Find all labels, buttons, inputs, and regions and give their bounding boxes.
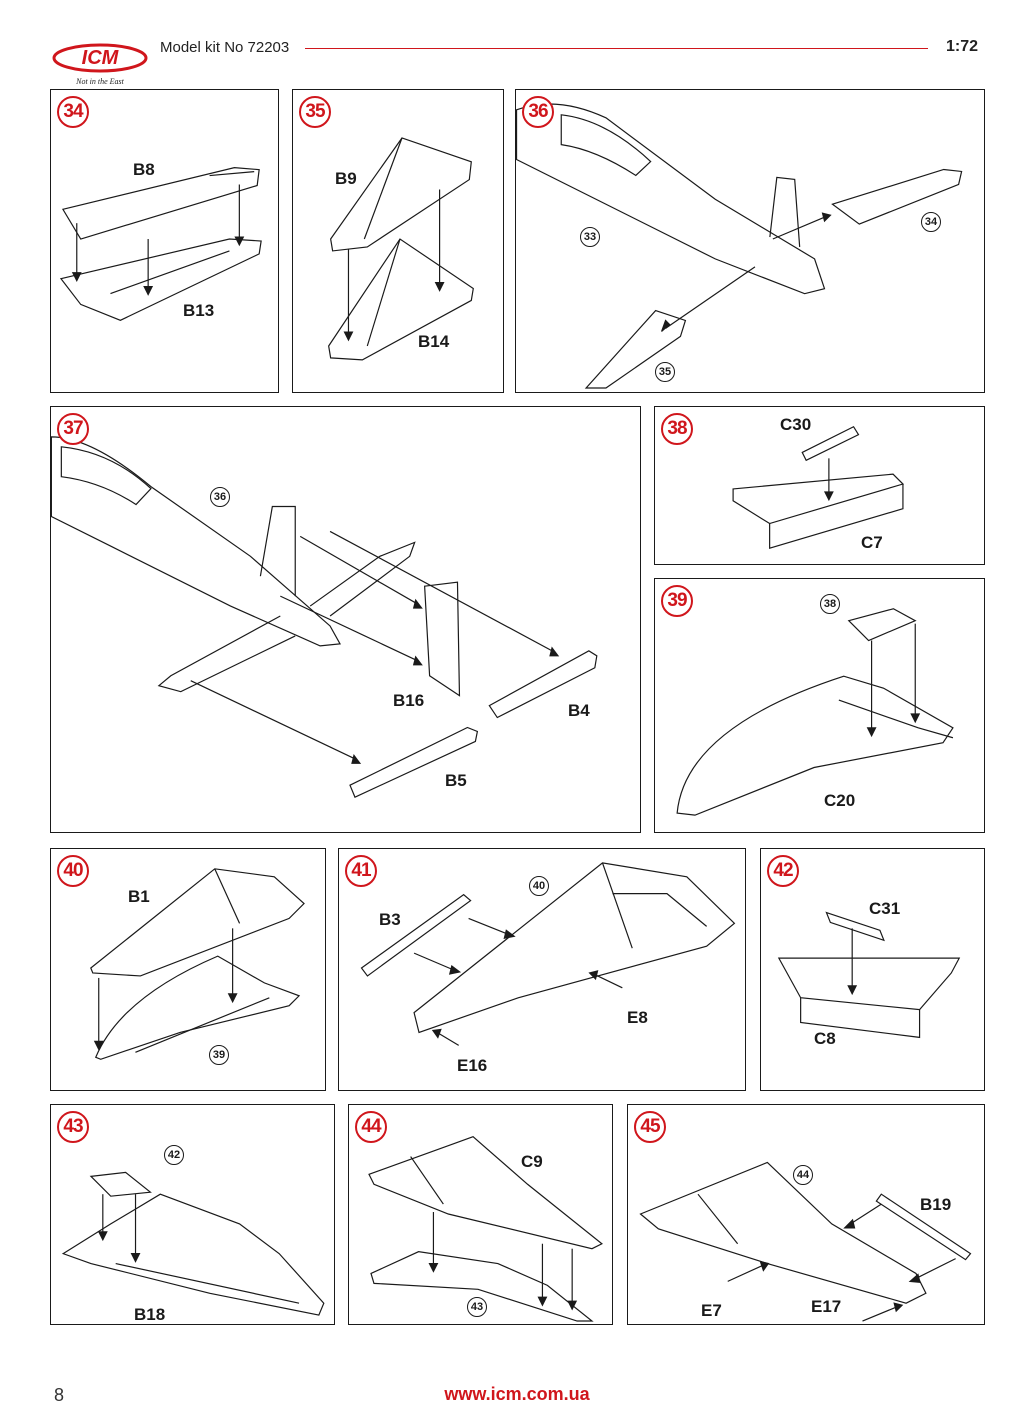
step-45-illustration (639, 1161, 972, 1322)
part-label-b4: B4 (568, 701, 590, 720)
step-38-panel: 38 C30 C7 (654, 406, 985, 565)
step-35-panel: 35 B9 B14 (292, 89, 504, 393)
part-label-e16: E16 (457, 1056, 488, 1075)
part-label-c31: C31 (869, 899, 901, 918)
ref-step-33: 33 (580, 227, 600, 247)
step-38-illustration (732, 425, 905, 549)
step-35-badge: 35 (299, 96, 331, 128)
step-42-illustration (777, 911, 961, 1039)
scale-label: 1:72 (946, 38, 979, 55)
part-label-c20: C20 (824, 791, 856, 810)
icm-logo: ICM Not in the East (50, 40, 150, 90)
header-divider (305, 48, 928, 49)
part-label-c8: C8 (814, 1029, 836, 1048)
step-34-illustration (59, 167, 262, 321)
step-44-illustration (368, 1136, 603, 1322)
step-41-panel: 41 40 B3 E8 E16 (338, 848, 746, 1091)
part-label-b13: B13 (183, 301, 215, 320)
step-37-panel: 37 36 B16 B4 B5 (50, 406, 641, 833)
part-label-b8: B8 (133, 160, 155, 179)
part-label-e17: E17 (811, 1297, 842, 1316)
part-label-b19: B19 (920, 1195, 952, 1214)
step-34-panel: 34 B8 B13 (50, 89, 279, 393)
step-44-badge: 44 (355, 1111, 387, 1143)
step-36-badge: 36 (522, 96, 554, 128)
step-38-badge: 38 (661, 413, 693, 445)
ref-step-34: 34 (921, 212, 941, 232)
step-43-badge: 43 (57, 1111, 89, 1143)
step-37-badge: 37 (57, 413, 89, 445)
step-39-illustration (676, 608, 954, 816)
part-label-b3: B3 (379, 910, 401, 929)
part-label-b14: B14 (418, 332, 450, 351)
ref-step-36: 36 (210, 487, 230, 507)
step-39-badge: 39 (661, 585, 693, 617)
part-label-b16: B16 (393, 691, 425, 710)
step-40-illustration (90, 868, 305, 1060)
part-label-b5: B5 (445, 771, 467, 790)
step-43-illustration (61, 1171, 325, 1316)
step-36-panel: 36 33 34 35 (515, 89, 985, 393)
svg-text:Not in the East: Not in the East (75, 77, 125, 86)
step-42-badge: 42 (767, 855, 799, 887)
part-label-c30: C30 (780, 415, 812, 434)
part-label-b9: B9 (335, 169, 357, 188)
part-label-c9: C9 (521, 1152, 543, 1171)
step-45-badge: 45 (634, 1111, 666, 1143)
step-44-panel: 44 C9 43 (348, 1104, 613, 1325)
model-kit-title: Model kit No 72203 (160, 39, 290, 56)
part-label-b1: B1 (128, 887, 150, 906)
page-number: 8 (54, 1385, 65, 1405)
step-41-badge: 41 (345, 855, 377, 887)
ref-step-42: 42 (164, 1145, 184, 1165)
ref-step-35: 35 (655, 362, 675, 382)
ref-step-43: 43 (467, 1297, 487, 1317)
step-37-illustration (51, 436, 598, 798)
step-42-panel: 42 C31 C8 (760, 848, 985, 1091)
step-35-illustration (328, 137, 474, 361)
step-40-panel: 40 B1 39 (50, 848, 326, 1091)
part-label-e7: E7 (701, 1301, 722, 1320)
step-43-panel: 43 42 B18 (50, 1104, 335, 1325)
step-45-panel: 45 44 B19 E7 E17 (627, 1104, 985, 1325)
ref-step-40: 40 (529, 876, 549, 896)
ref-step-38: 38 (820, 594, 840, 614)
part-label-e8: E8 (627, 1008, 648, 1027)
ref-step-44: 44 (793, 1165, 813, 1185)
step-39-panel: 39 38 C20 (654, 578, 985, 833)
part-label-c7: C7 (861, 533, 883, 552)
step-40-badge: 40 (57, 855, 89, 887)
part-label-b18: B18 (134, 1305, 166, 1324)
svg-text:ICM: ICM (82, 47, 120, 69)
step-34-badge: 34 (57, 96, 89, 128)
ref-step-39: 39 (209, 1045, 229, 1065)
step-41-illustration (360, 862, 736, 1046)
website-url: www.icm.com.ua (444, 1384, 590, 1404)
